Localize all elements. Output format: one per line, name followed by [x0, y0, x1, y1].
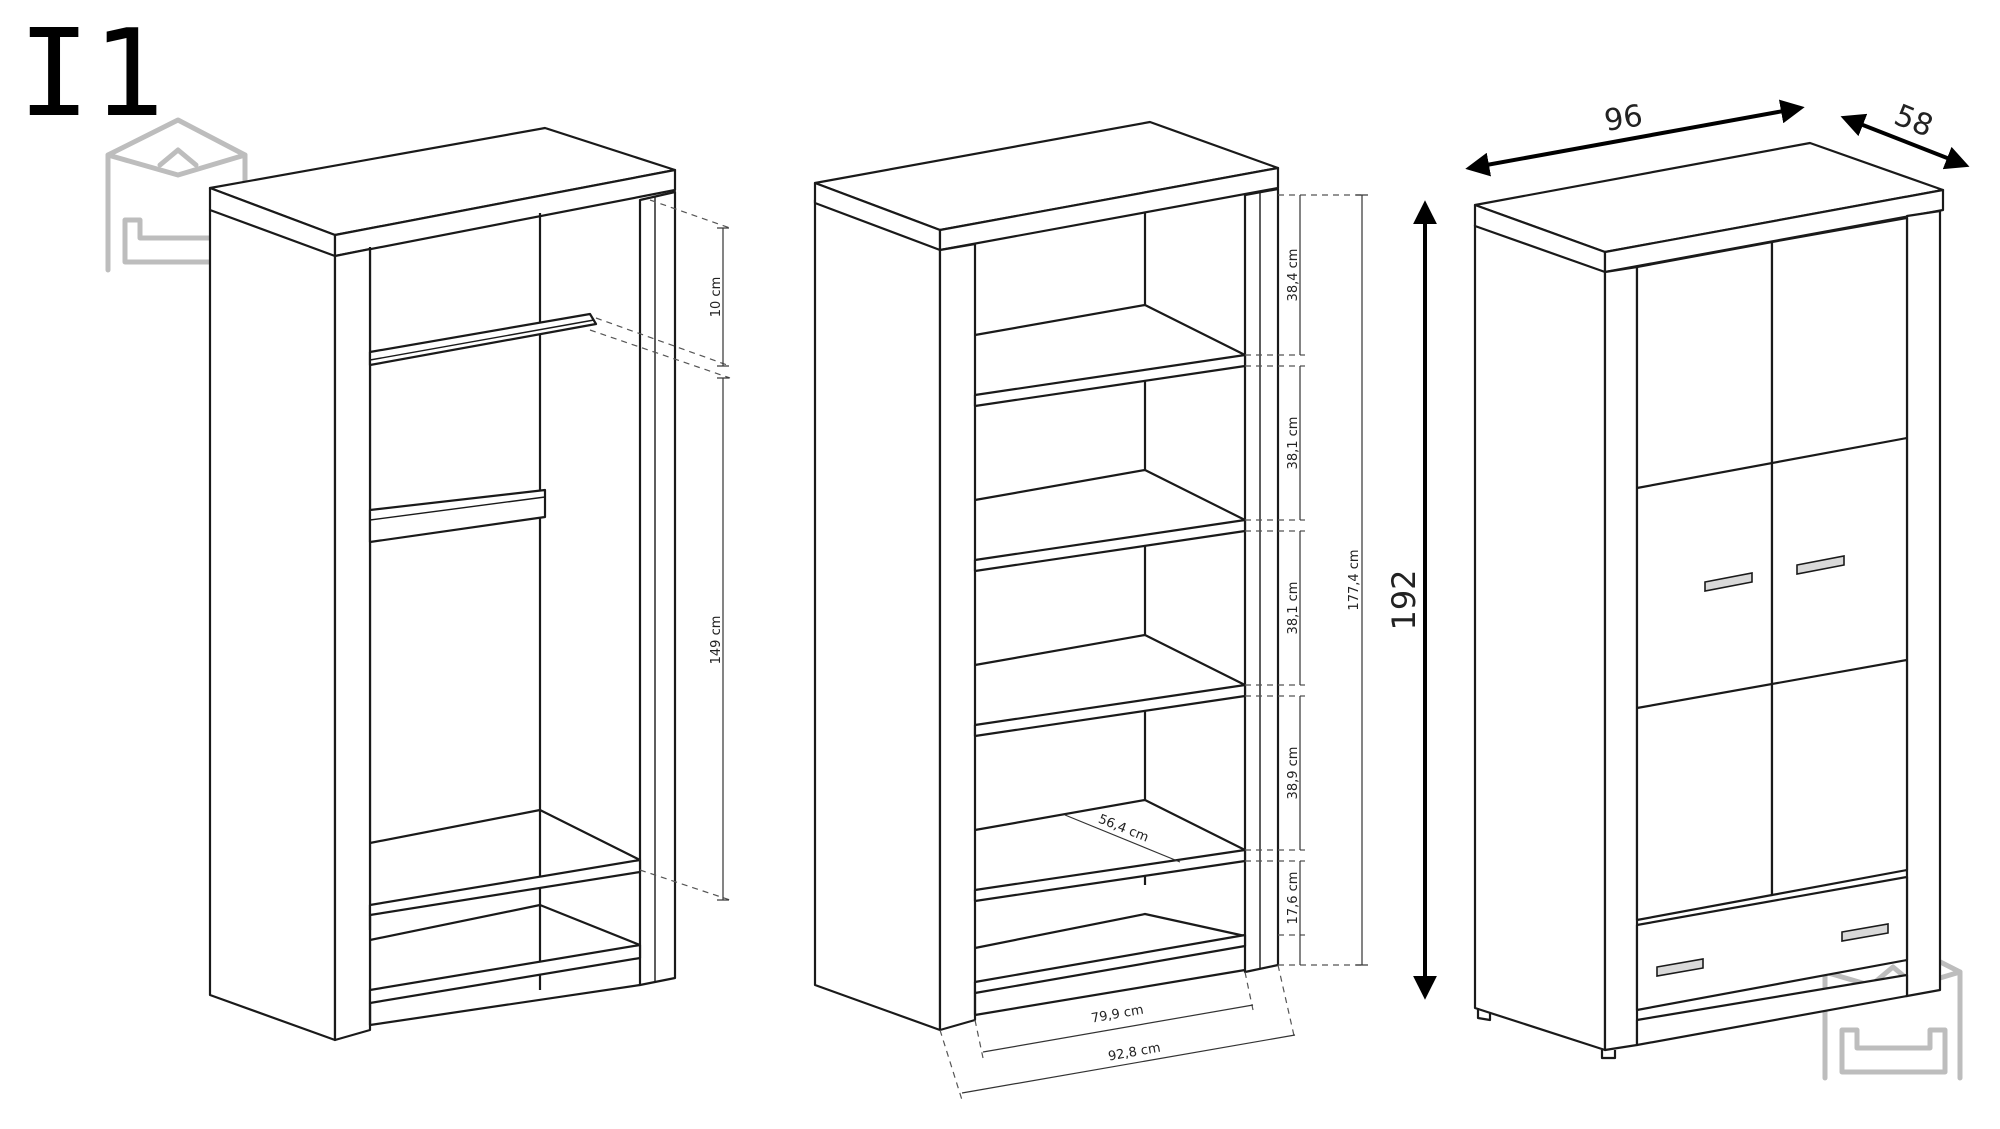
model-title: I1	[18, 5, 167, 144]
dim-total-height: 177,4 cm	[1347, 549, 1362, 610]
dim-width: 96	[1602, 98, 1645, 139]
dim-inner-width: 79,9 cm	[1090, 1003, 1145, 1027]
wardrobe-open-view	[208, 126, 731, 1042]
dim-shelf-1: 38,4 cm	[1286, 249, 1301, 302]
dim-height: 192	[1385, 569, 1423, 630]
cabinet-closed-view	[1413, 99, 1970, 1060]
bookcase-open-view	[813, 120, 1368, 1101]
dim-shelf-4: 38,9 cm	[1286, 747, 1301, 800]
dim-hanging-height: 149 cm	[709, 616, 724, 665]
dim-shelf-3: 38,1 cm	[1286, 582, 1301, 635]
dim-outer-width: 92,8 cm	[1107, 1041, 1162, 1065]
dim-shelf-5: 17,6 cm	[1286, 872, 1301, 925]
dim-shelf-2: 38,1 cm	[1286, 417, 1301, 470]
dim-depth: 56,4 cm	[1096, 812, 1151, 846]
dim-rail-gap: 10 cm	[709, 277, 724, 318]
